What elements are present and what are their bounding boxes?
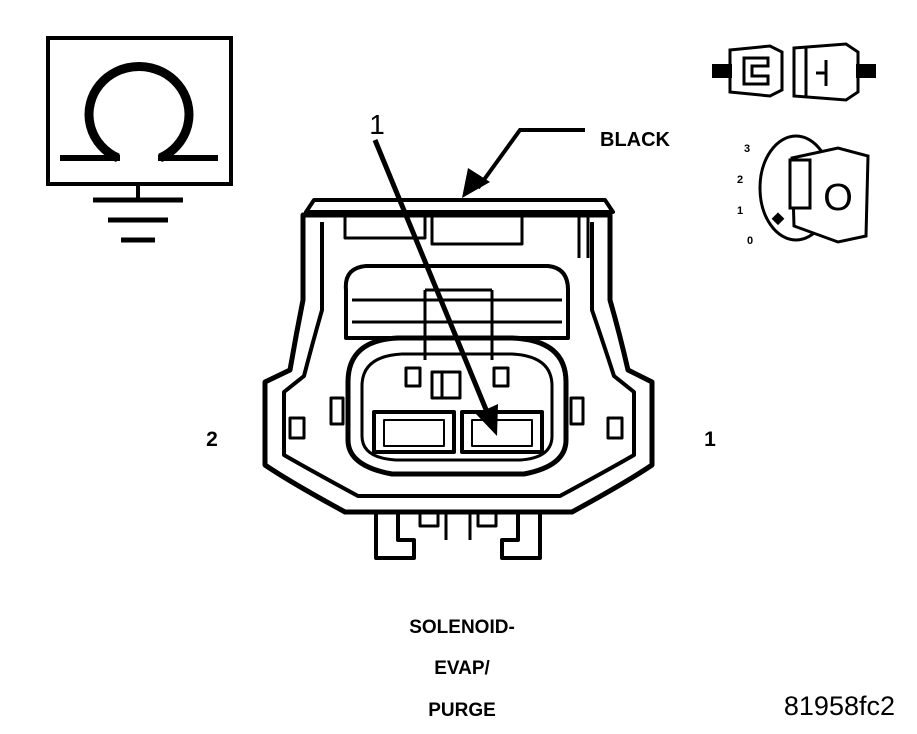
ignition-key-off-icon: O 3 2 1 0 [737,134,870,247]
callout-number: 1 [369,109,385,140]
pin-label-2: 2 [206,428,218,451]
pin-callout-arrow [372,139,498,436]
component-name-line-1: SOLENOID- [409,617,515,638]
disconnect-connector-icon [712,42,876,102]
component-name-line-2: EVAP/ [434,658,490,679]
wire-color-label: BLACK [600,129,671,151]
ignition-position-1: 1 [737,205,743,217]
key-position-label: O [823,177,853,219]
color-callout [462,128,585,198]
ignition-position-0: 0 [747,235,753,247]
ignition-position-2: 2 [737,174,743,186]
connector-body [262,198,655,560]
ignition-position-3: 3 [744,143,750,155]
pin-label-1: 1 [704,428,716,451]
figure-id: 81958fc2 [784,691,895,721]
component-name-line-3: PURGE [428,700,496,721]
ohmmeter-ground-icon [46,36,233,243]
